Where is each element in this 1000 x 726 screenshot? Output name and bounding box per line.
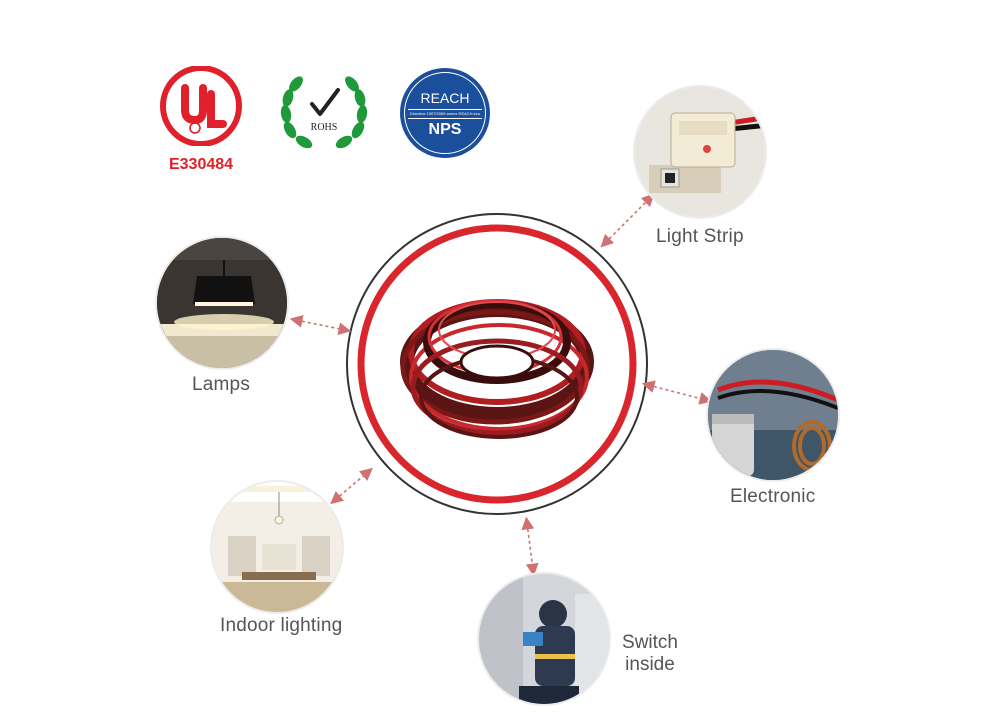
light-strip-label: Light Strip <box>656 226 744 247</box>
wire-coil-image <box>400 299 594 439</box>
lamps-label: Lamps <box>192 374 251 395</box>
switch-inside-label-line1: Switch <box>622 632 678 653</box>
light-strip-circle <box>633 85 767 219</box>
switch-inside-circle <box>477 572 611 706</box>
switch-inside-label: Switch inside <box>605 632 695 676</box>
ul-number: E330484 <box>168 156 234 173</box>
ul-logo: E330484 <box>155 66 247 178</box>
reach-logo: REACH Directive 1907/2006 annex REACH.ec… <box>400 68 492 160</box>
indoor-lighting-label: Indoor lighting <box>220 615 343 636</box>
electronic-label: Electronic <box>730 486 816 507</box>
rohs-logo: ROHS <box>278 72 370 156</box>
reach-small-text: Directive 1907/2006 annex REACH.eco <box>409 111 481 116</box>
product-circle <box>345 212 649 516</box>
electronic-circle <box>706 348 840 482</box>
lamps-circle <box>155 236 289 370</box>
indoor-lighting-circle <box>210 480 344 614</box>
rohs-text: ROHS <box>310 122 338 133</box>
reach-top-text: REACH <box>420 90 470 106</box>
reach-bottom-text: NPS <box>428 121 462 138</box>
switch-inside-label-line2: inside <box>625 654 675 675</box>
